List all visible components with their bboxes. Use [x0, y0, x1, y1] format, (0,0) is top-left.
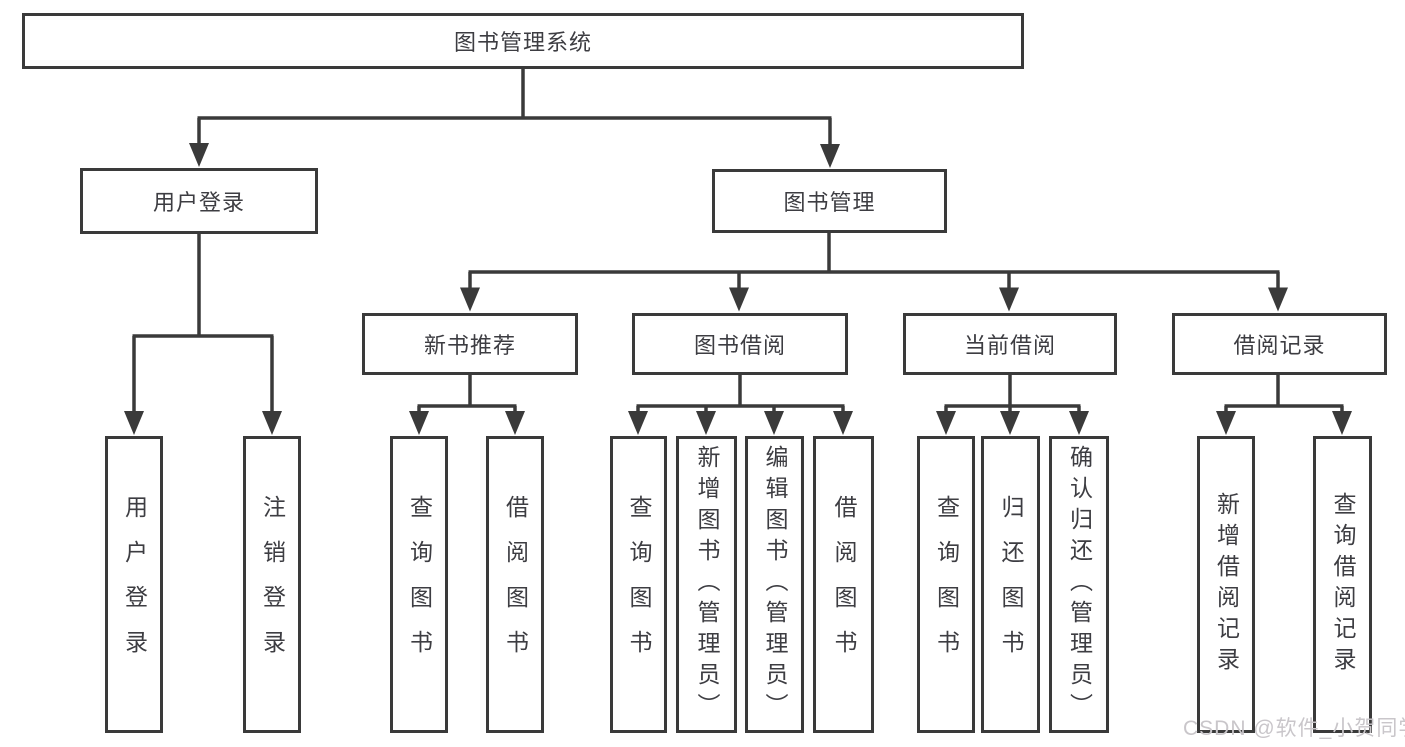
node-book-management-label: 图书管理	[783, 190, 876, 215]
node-book-borrow-label: 图书借阅	[693, 333, 786, 358]
leaf-recommend-borrow-books-label: 借阅图书	[502, 494, 529, 675]
connector-user-login-branch	[124, 234, 282, 435]
leaf-current-confirm-return-admin-label: 确认归还（管理员）	[1066, 445, 1093, 724]
leaf-current-return-books-label: 归还图书	[998, 494, 1024, 675]
node-borrow-records: 借阅记录	[1172, 313, 1387, 375]
node-borrow-records-label: 借阅记录	[1233, 333, 1326, 358]
leaf-user-login-label: 用户登录	[121, 494, 148, 675]
leaf-recommend-query-books-label: 查询图书	[406, 494, 433, 675]
leaf-logout-label: 注销登录	[259, 494, 286, 675]
leaf-records-add-record-label: 新增借阅记录	[1213, 491, 1240, 678]
leaf-current-return-books: 归还图书	[981, 436, 1040, 733]
leaf-current-confirm-return-admin: 确认归还（管理员）	[1049, 436, 1109, 733]
leaf-user-login: 用户登录	[105, 436, 163, 733]
node-user-login-label: 用户登录	[152, 190, 245, 215]
connector-records-branch	[1216, 375, 1352, 435]
leaf-borrow-borrow-books: 借阅图书	[813, 436, 874, 733]
leaf-records-query-record-label: 查询借阅记录	[1330, 491, 1356, 678]
leaf-borrow-edit-books-admin-label: 编辑图书（管理员）	[762, 445, 788, 724]
leaf-current-query-books-label: 查询图书	[933, 494, 960, 675]
node-book-borrow: 图书借阅	[632, 313, 848, 375]
leaf-borrow-borrow-books-label: 借阅图书	[831, 494, 857, 675]
leaf-recommend-borrow-books: 借阅图书	[486, 436, 544, 733]
connector-root-to-level2	[189, 69, 840, 168]
leaf-current-query-books: 查询图书	[917, 436, 975, 733]
leaf-borrow-query-books-label: 查询图书	[626, 494, 652, 675]
leaf-recommend-query-books: 查询图书	[390, 436, 448, 733]
leaf-records-add-record: 新增借阅记录	[1197, 436, 1255, 733]
node-new-book-recommend: 新书推荐	[362, 313, 578, 375]
node-user-login: 用户登录	[80, 168, 318, 234]
leaf-logout: 注销登录	[243, 436, 301, 733]
leaf-borrow-edit-books-admin: 编辑图书（管理员）	[745, 436, 804, 733]
node-book-management: 图书管理	[712, 169, 947, 233]
leaf-borrow-add-books-admin: 新增图书（管理员）	[676, 436, 737, 733]
leaf-records-query-record: 查询借阅记录	[1313, 436, 1372, 733]
node-current-borrow: 当前借阅	[903, 313, 1117, 375]
connector-current-branch	[936, 375, 1089, 435]
connector-borrow-branch	[628, 375, 853, 435]
node-new-book-recommend-label: 新书推荐	[423, 333, 516, 358]
leaf-borrow-add-books-admin-label: 新增图书（管理员）	[694, 445, 720, 724]
connector-book-management-branch	[460, 233, 1288, 312]
node-root-label: 图书管理系统	[453, 30, 592, 55]
connector-recommend-branch	[409, 375, 525, 435]
leaf-borrow-query-books: 查询图书	[610, 436, 667, 733]
node-current-borrow-label: 当前借阅	[963, 333, 1056, 358]
node-root: 图书管理系统	[22, 13, 1024, 69]
csdn-watermark: CSDN @软件_小贺同学	[1183, 717, 1405, 740]
